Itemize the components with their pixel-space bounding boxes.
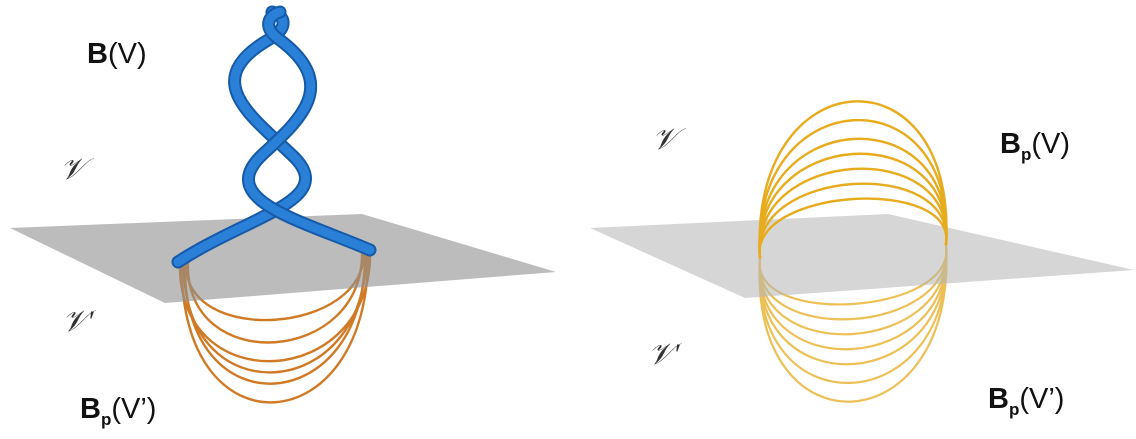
- label-bp-v-right: Bp(V): [1000, 128, 1071, 164]
- label-bp-v-prime-right: Bp(V’): [988, 383, 1065, 419]
- braid-strand-2: [244, 7, 375, 255]
- left-lower-arc-4: [180, 249, 370, 404]
- right-panel: [590, 100, 1134, 403]
- right-upper-arc-3: [758, 137, 948, 259]
- right-lower-arc-3: [758, 244, 948, 366]
- label-bp-v-prime-left: Bp(V’): [80, 393, 157, 429]
- right-lower-arcs: [758, 244, 948, 403]
- right-lower-arc-2: [758, 244, 948, 384]
- label-region-v-left: 𝒱: [60, 153, 85, 186]
- right-upper-arc-6: [758, 182, 948, 259]
- left-panel: [10, 5, 556, 404]
- right-upper-arc-4: [758, 152, 948, 259]
- right-upper-arc-5: [758, 167, 948, 259]
- label-region-v-prime-left: 𝒱′: [62, 305, 94, 338]
- right-upper-arc-2: [758, 119, 948, 259]
- right-plane: [590, 214, 1134, 298]
- left-lower-arc-3: [186, 249, 364, 344]
- left-lower-arc-6: [182, 249, 368, 374]
- left-braid: [171, 5, 377, 269]
- label-region-v-prime-right: 𝒱′: [648, 338, 680, 371]
- right-lower-arc-4: [758, 244, 948, 351]
- label-braid-v: B(V): [87, 38, 147, 70]
- right-upper-arcs: [758, 100, 948, 259]
- right-upper-arc-1: [758, 100, 948, 259]
- right-upper-arc-7: [758, 197, 948, 259]
- right-lower-arc-1: [758, 244, 948, 403]
- left-plane: [10, 214, 556, 303]
- label-region-v-right: 𝒱: [652, 123, 677, 156]
